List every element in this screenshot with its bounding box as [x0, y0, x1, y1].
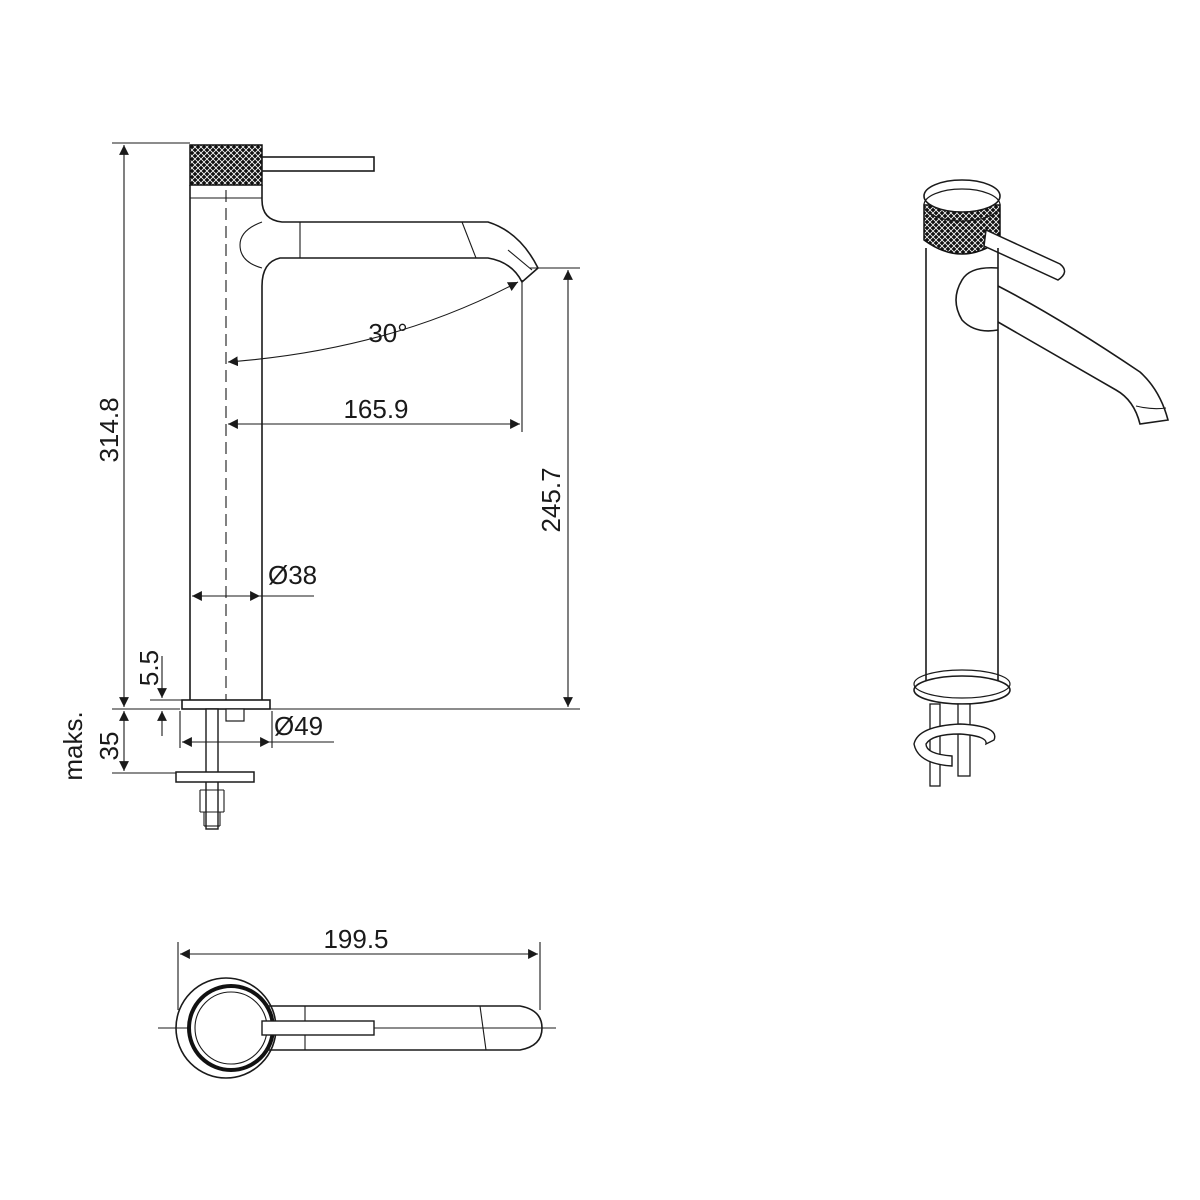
knurled-handle: [189, 144, 263, 186]
perspective-base-plate: [913, 675, 1011, 705]
top-view: [158, 942, 556, 1079]
fixing-washer: [175, 771, 255, 783]
top-length-label: 199.5: [323, 924, 388, 954]
spout: [261, 199, 539, 700]
perspective-view: [913, 179, 1170, 787]
perspective-lever: [983, 228, 1066, 281]
front-elevation-view: [175, 144, 539, 830]
fixing-rod: [205, 708, 219, 830]
top-view-knurl-ring: [187, 984, 275, 1072]
perspective-fixing-stud-left: [929, 703, 941, 787]
deck-thickness-label: 35: [94, 732, 124, 761]
spout-height-label: 245.7: [536, 467, 566, 532]
perspective-fixing-stud-right: [957, 703, 971, 777]
perspective-horseshoe-washer: [913, 723, 996, 767]
body-diameter-label: Ø38: [268, 560, 317, 590]
max-prefix-label: maks.: [58, 711, 88, 780]
top-view-spout: [265, 1005, 543, 1051]
dimension-lines: [112, 142, 580, 774]
base-thickness-label: 5.5: [134, 650, 164, 686]
lever-handle: [261, 156, 375, 172]
top-view-lever: [261, 1020, 375, 1036]
spout-angle-label: 30°: [368, 318, 407, 348]
base-diameter-label: Ø49: [274, 711, 323, 741]
base-plate: [181, 699, 271, 710]
spout-reach-label: 165.9: [343, 394, 408, 424]
perspective-body: [925, 248, 999, 684]
perspective-top-cap: [923, 179, 1001, 213]
total-height-label: 314.8: [94, 397, 124, 462]
perspective-spout: [955, 266, 999, 332]
